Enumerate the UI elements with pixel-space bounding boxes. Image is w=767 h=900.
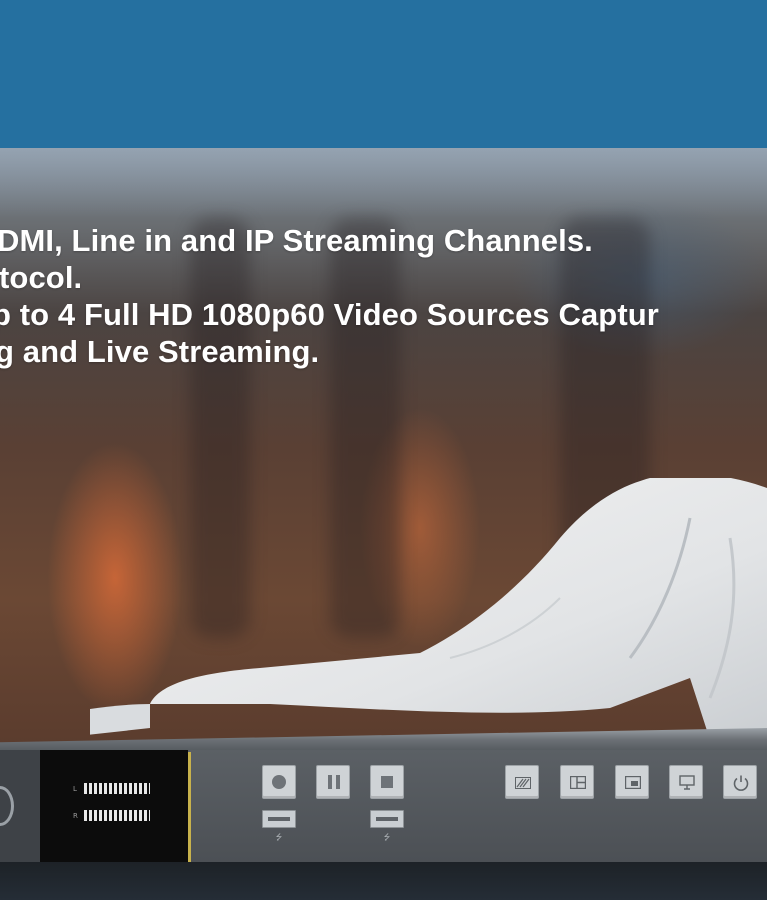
top-banner	[0, 0, 767, 148]
headline-line: DMI, Line in and IP Streaming Channels.	[0, 223, 593, 258]
pattern-icon	[515, 777, 531, 789]
device-base	[0, 862, 767, 900]
audio-meter-display: L R	[40, 750, 188, 862]
grid-layout-button[interactable]	[560, 765, 594, 799]
meter-right-label: R	[73, 812, 78, 820]
pause-button[interactable]	[316, 765, 350, 799]
headline-line: g and Live Streaming.	[0, 334, 320, 369]
record-icon	[272, 775, 286, 789]
picture-in-picture-icon	[625, 776, 641, 789]
usb-port	[370, 810, 404, 828]
usb-icon: ⭍	[275, 833, 283, 842]
accent-divider	[188, 752, 191, 862]
feature-headline: DMI, Line in and IP Streaming Channels. …	[0, 222, 659, 370]
headline-line: p to 4 Full HD 1080p60 Video Sources Cap…	[0, 297, 659, 332]
pause-icon	[328, 775, 340, 789]
logo-mark	[0, 786, 14, 826]
monitor-button[interactable]	[669, 765, 703, 799]
pattern-button[interactable]	[505, 765, 539, 799]
stop-icon	[381, 776, 393, 788]
hero-light-glow	[0, 148, 767, 218]
person-white-shirt	[90, 478, 767, 740]
headline-line: tocol.	[0, 260, 83, 295]
monitor-icon	[679, 775, 695, 790]
record-button[interactable]	[262, 765, 296, 799]
usb-port	[262, 810, 296, 828]
power-icon	[733, 775, 749, 791]
grid-layout-icon	[570, 776, 586, 789]
power-button[interactable]	[723, 765, 757, 799]
audio-meter-right	[84, 810, 150, 821]
picture-in-picture-button[interactable]	[615, 765, 649, 799]
stop-button[interactable]	[370, 765, 404, 799]
meter-left-label: L	[73, 785, 77, 793]
background-column	[330, 218, 400, 638]
background-column	[190, 218, 250, 638]
usb-icon: ⭍	[383, 833, 391, 842]
device-logo-panel	[0, 750, 40, 862]
audio-meter-left	[84, 783, 150, 794]
